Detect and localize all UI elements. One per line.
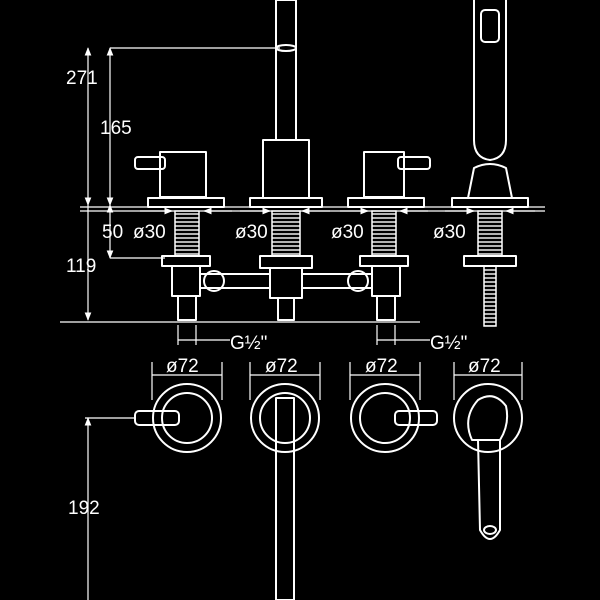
shower-threaded-shank [477,210,503,257]
label-bore-1: ø30 [133,222,166,243]
plan-rosette-4 [453,383,523,453]
plan-shower-head [483,525,497,535]
label-50: 50 [102,222,123,243]
plan-lever-1 [134,410,180,426]
label-rosette-3: ø72 [365,356,398,377]
left-threaded-shank [174,210,200,257]
plan-shower-holder [467,395,509,441]
spout-rosette [249,197,323,208]
pipe-left [199,273,271,289]
plan-view [134,383,523,600]
right-nut [359,255,409,267]
spout-center [199,0,373,321]
spout-tube [275,0,297,141]
label-119: 119 [66,256,96,277]
label-271: 271 [66,68,98,89]
plan-rosette-1 [152,383,222,453]
plan-shower-handle [477,439,501,540]
shower-nut [463,255,517,267]
spout-manifold [269,267,303,299]
right-inlet [376,295,396,321]
plan-lever-3 [394,410,438,426]
hand-shower-holder [467,163,513,199]
pipe-right [301,273,373,289]
spout-nut [259,255,313,269]
left-inlet [177,295,197,321]
dimension-labels: 271 165 50 119 ø30 ø30 ø30 ø30 G½" G½" ø… [66,68,501,519]
plan-rosette-3 [350,383,420,453]
shower-hose [483,265,497,327]
hand-shower [451,0,529,327]
label-bore-3: ø30 [331,222,364,243]
dimension-lines [60,47,545,600]
right-valve-lower [371,265,401,297]
hand-shower-button [480,9,500,43]
left-valve-body [159,151,207,198]
label-192: 192 [68,498,100,519]
label-165: 165 [100,118,132,139]
left-valve-lower [171,265,201,297]
right-lever-handle [397,156,431,170]
spout-outlet [277,297,295,321]
mixer-lever-right [347,151,431,321]
plan-knob-3 [359,392,411,444]
fitting-left [203,270,225,292]
fitting-right [347,270,369,292]
plan-spout-base [259,392,311,444]
left-nut [161,255,211,267]
spout-threaded-shank [271,210,301,257]
plan-spout-tube [275,397,295,600]
right-rosette [347,197,425,208]
label-rosette-2: ø72 [265,356,298,377]
shower-rosette [451,197,529,208]
mixer-lever-left [134,151,225,321]
left-lever-handle [134,156,166,170]
label-bore-4: ø30 [433,222,466,243]
left-rosette [147,197,225,208]
plan-knob-1 [161,392,213,444]
spout-base [262,139,310,199]
label-bore-2: ø30 [235,222,268,243]
label-conn-right: G½" [430,333,467,354]
right-threaded-shank [371,210,397,257]
spout-marker [275,44,297,52]
hand-shower-body [473,0,507,161]
label-rosette-4: ø72 [468,356,501,377]
label-rosette-1: ø72 [166,356,199,377]
label-conn-left: G½" [230,333,267,354]
plan-rosette-2 [250,383,320,453]
